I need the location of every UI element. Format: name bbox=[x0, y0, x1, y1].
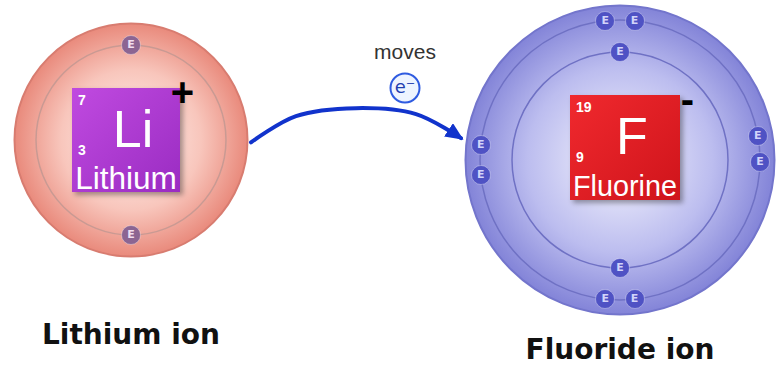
electron-body bbox=[750, 153, 769, 172]
ion-heading: Lithium ion bbox=[0, 318, 301, 352]
electron-dot: E bbox=[748, 126, 768, 146]
electron-body bbox=[122, 226, 141, 245]
element-tile: 19-F9Fluorine bbox=[570, 95, 680, 200]
electron-letter: E bbox=[750, 152, 770, 172]
electron-dot: E bbox=[471, 165, 491, 185]
electron-letter: E bbox=[471, 135, 491, 155]
electron-body bbox=[625, 11, 644, 30]
electron-letter: E bbox=[748, 126, 768, 146]
electron-dot: E bbox=[595, 289, 615, 309]
electron-body bbox=[122, 36, 141, 55]
mass-number: 7 bbox=[78, 92, 86, 108]
electron-badge: e⁻ bbox=[389, 72, 421, 104]
electron-transfer-arrow bbox=[251, 108, 461, 142]
ion-circle: EEE19-F9FluorineEEEEEEEFluoride ion bbox=[464, 4, 776, 316]
electron-body bbox=[471, 165, 490, 184]
electron-shell bbox=[36, 45, 226, 235]
charge-sign: - bbox=[681, 79, 694, 119]
electron-dot: E bbox=[595, 11, 615, 31]
electron-dot: E bbox=[625, 11, 645, 31]
element-symbol: F bbox=[584, 107, 680, 165]
mass-number: 19 bbox=[576, 99, 592, 115]
electron-dot: E bbox=[750, 152, 770, 172]
electron-body bbox=[471, 136, 490, 155]
electron-letter: E bbox=[121, 35, 141, 55]
electron-shell bbox=[512, 52, 728, 268]
ion-body bbox=[466, 6, 775, 315]
element-tile: 7+Li3Lithium bbox=[72, 88, 180, 192]
electron-dot: E bbox=[610, 42, 630, 62]
electron-body bbox=[596, 290, 615, 309]
electron-letter: E bbox=[625, 289, 645, 309]
electron-shell bbox=[480, 20, 760, 300]
electron-dot: E bbox=[625, 289, 645, 309]
electron-dot: E bbox=[121, 35, 141, 55]
electron-dot: E bbox=[121, 225, 141, 245]
element-symbol: Li bbox=[86, 100, 180, 158]
arrow-label: moves bbox=[372, 40, 438, 64]
electron-letter: E bbox=[595, 11, 615, 31]
element-name: Lithium bbox=[72, 170, 180, 186]
electron-letter: E bbox=[595, 289, 615, 309]
electron-letter: E bbox=[471, 165, 491, 185]
electron-body bbox=[611, 259, 630, 278]
atomic-number: 9 bbox=[576, 149, 584, 165]
charge-sign: + bbox=[171, 72, 194, 112]
electron-body bbox=[596, 11, 615, 30]
electron-body bbox=[625, 290, 644, 309]
atomic-number: 3 bbox=[78, 142, 86, 158]
electron-body bbox=[611, 43, 630, 62]
electron-symbol: e⁻ bbox=[389, 72, 421, 102]
ion-heading: Fluoride ion bbox=[450, 333, 781, 367]
electron-letter: E bbox=[625, 11, 645, 31]
ion-circle: E7+Li3LithiumELithium ion bbox=[13, 22, 249, 258]
element-name: Fluorine bbox=[570, 178, 680, 194]
electron-letter: E bbox=[121, 225, 141, 245]
electron-body bbox=[748, 126, 767, 145]
electron-dot: E bbox=[471, 135, 491, 155]
electron-letter: E bbox=[610, 42, 630, 62]
electron-letter: E bbox=[610, 258, 630, 278]
ion-body bbox=[15, 24, 248, 257]
electron-dot: E bbox=[610, 258, 630, 278]
